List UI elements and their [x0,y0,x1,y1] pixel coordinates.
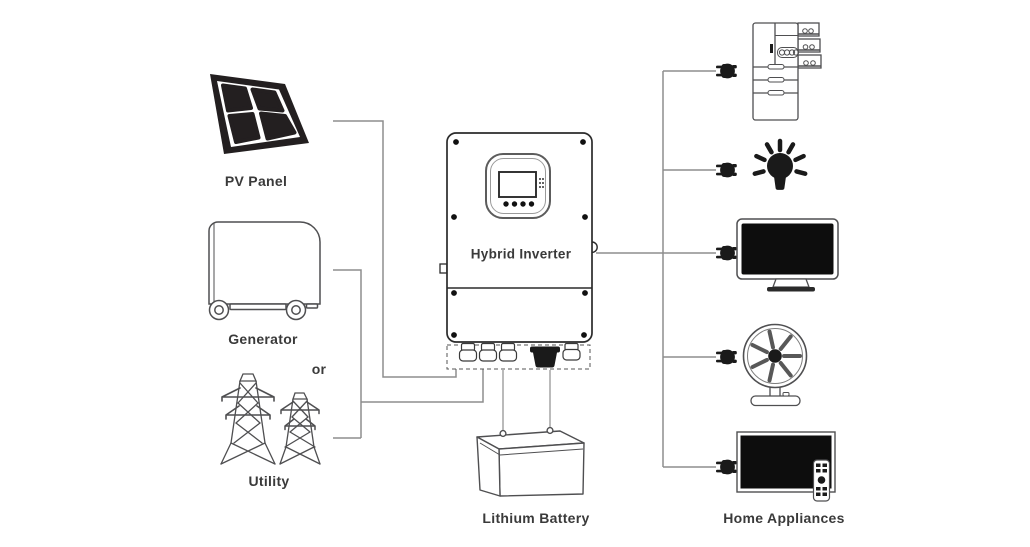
inverter-buttons[interactable] [503,201,535,207]
power-plug-icon [716,459,737,475]
generator-icon [208,221,321,321]
refrigerator-icon [752,22,822,121]
tv-with-remote-icon [736,431,836,502]
inverter-cable-glands [458,342,581,362]
tv-icon [736,218,839,292]
utility-towers-icon [220,373,321,465]
pv-to-inverter-line [333,120,457,378]
inverter-screen [498,171,537,198]
power-plug-icon [716,245,737,261]
power-plug-icon [716,63,737,79]
power-plug-icon [716,349,737,365]
pv-panel-label: PV Panel [224,173,288,189]
battery-terminal [546,426,554,435]
generator-to-bus-line [333,269,362,438]
remote-control-icon [812,459,831,502]
home-appliances-label: Home Appliances [723,510,845,526]
generator-label: Generator [228,331,298,347]
fan-icon [742,323,808,407]
utility-tower-large [220,373,276,465]
inverter-display [485,153,551,219]
pv-panel-icon [210,74,309,154]
utility-tower-small [279,392,321,465]
utility-label: Utility [248,473,290,489]
connection-lines [333,70,716,468]
power-plug-icon [716,162,737,178]
lithium-battery-icon [476,426,585,497]
lithium-battery-label: Lithium Battery [482,510,590,526]
fan-blades [750,329,802,383]
acsource-to-inverter-line [361,369,484,403]
terminal-dashed-box [446,344,591,370]
inverter-battery-connector [530,346,560,368]
hybrid-inverter-icon [439,132,598,370]
fridge-door-shelves [797,22,822,69]
inverter-led-indicators [539,178,544,188]
hybrid-inverter-label: Hybrid Inverter [470,246,572,262]
light-bulb-icon [752,138,808,190]
battery-terminal [499,429,507,438]
or-label: or [311,361,327,377]
